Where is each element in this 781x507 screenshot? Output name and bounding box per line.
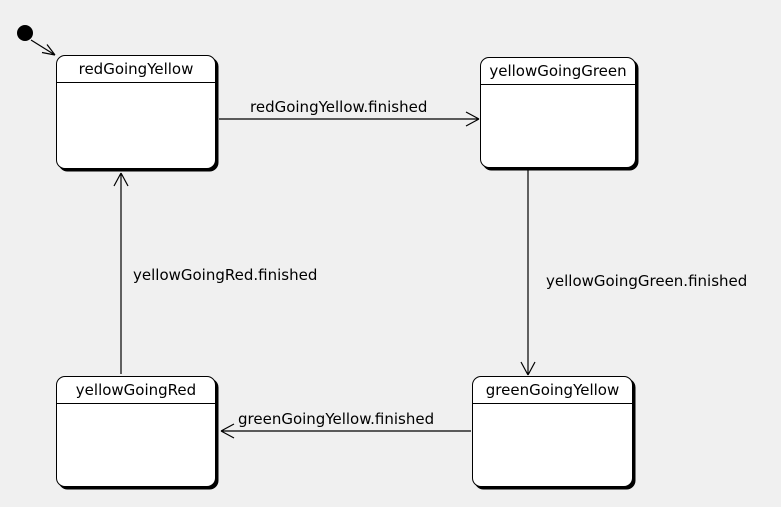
state-yellowGoingRed[interactable]: yellowGoingRed <box>56 376 216 487</box>
transition-label-yellowGoingGreen-finished: yellowGoingGreen.finished <box>546 272 748 290</box>
state-redGoingYellow[interactable]: redGoingYellow <box>56 55 216 169</box>
state-title-yellowGoingRed: yellowGoingRed <box>57 377 215 404</box>
state-yellowGoingGreen[interactable]: yellowGoingGreen <box>480 57 636 168</box>
transition-redGoingYellow-to-yellowGoingGreen-arrow[interactable] <box>219 111 480 127</box>
transition-yellowGoingRed-to-redGoingYellow-arrow[interactable] <box>113 172 129 374</box>
state-title-redGoingYellow: redGoingYellow <box>57 56 215 83</box>
state-greenGoingYellow[interactable]: greenGoingYellow <box>472 376 633 487</box>
transition-label-yellowGoingRed-finished: yellowGoingRed.finished <box>133 266 318 284</box>
transition-greenGoingYellow-to-yellowGoingRed-arrow[interactable] <box>220 423 471 439</box>
state-title-yellowGoingGreen: yellowGoingGreen <box>481 58 635 85</box>
state-title-greenGoingYellow: greenGoingYellow <box>473 377 632 404</box>
transition-label-greenGoingYellow-finished: greenGoingYellow.finished <box>238 410 435 428</box>
transition-initial-to-redGoingYellow-arrow[interactable] <box>30 39 56 56</box>
initial-state-dot[interactable] <box>17 25 33 41</box>
transition-label-redGoingYellow-finished: redGoingYellow.finished <box>250 98 428 116</box>
transition-yellowGoingGreen-to-greenGoingYellow-arrow[interactable] <box>520 170 536 376</box>
